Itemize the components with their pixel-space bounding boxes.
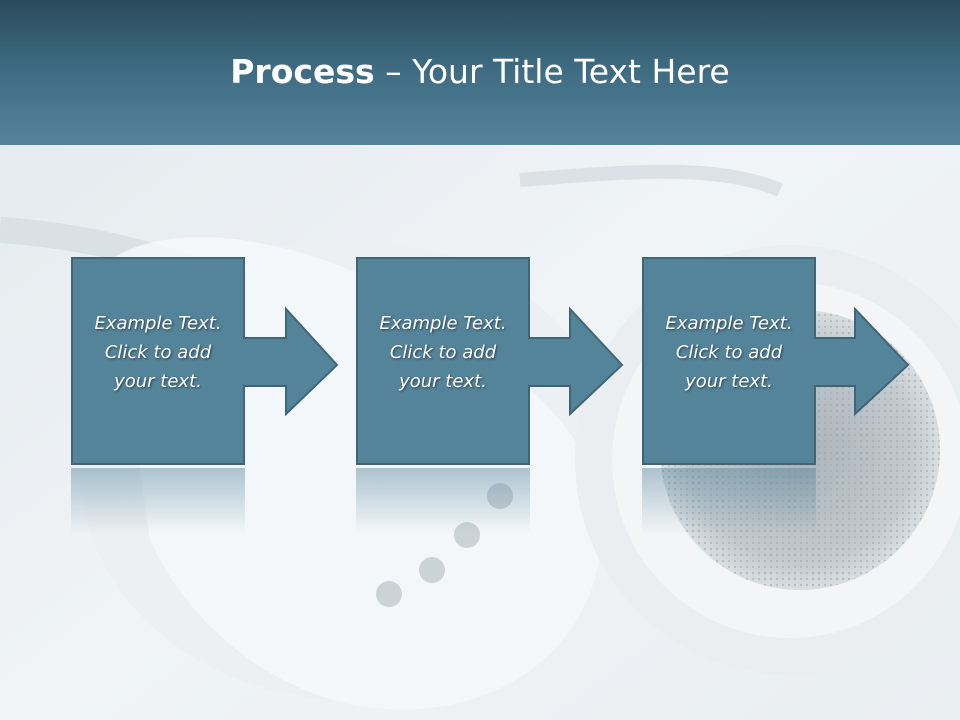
step-1-reflection — [71, 468, 245, 534]
arrow-shape-1 — [71, 257, 339, 465]
title-bold-part: Process — [230, 51, 375, 91]
title-bar: Process – Your Title Text Here — [0, 0, 960, 145]
process-step-2[interactable]: Example Text. Click to add your text. — [356, 257, 624, 465]
step-3-text[interactable]: Example Text. Click to add your text. — [665, 313, 793, 392]
step-2-text[interactable]: Example Text. Click to add your text. — [379, 313, 507, 392]
slide-title[interactable]: Process – Your Title Text Here — [230, 52, 729, 91]
step-3-reflection — [642, 468, 816, 534]
arrow-shape-2 — [356, 257, 624, 465]
process-step-3[interactable]: Example Text. Click to add your text. — [642, 257, 910, 465]
title-rest-part: – Your Title Text Here — [374, 51, 730, 91]
arrow-shape-3 — [642, 257, 910, 465]
process-step-1[interactable]: Example Text. Click to add your text. — [71, 257, 339, 465]
step-1-text[interactable]: Example Text. Click to add your text. — [94, 313, 222, 392]
step-2-reflection — [356, 468, 530, 534]
